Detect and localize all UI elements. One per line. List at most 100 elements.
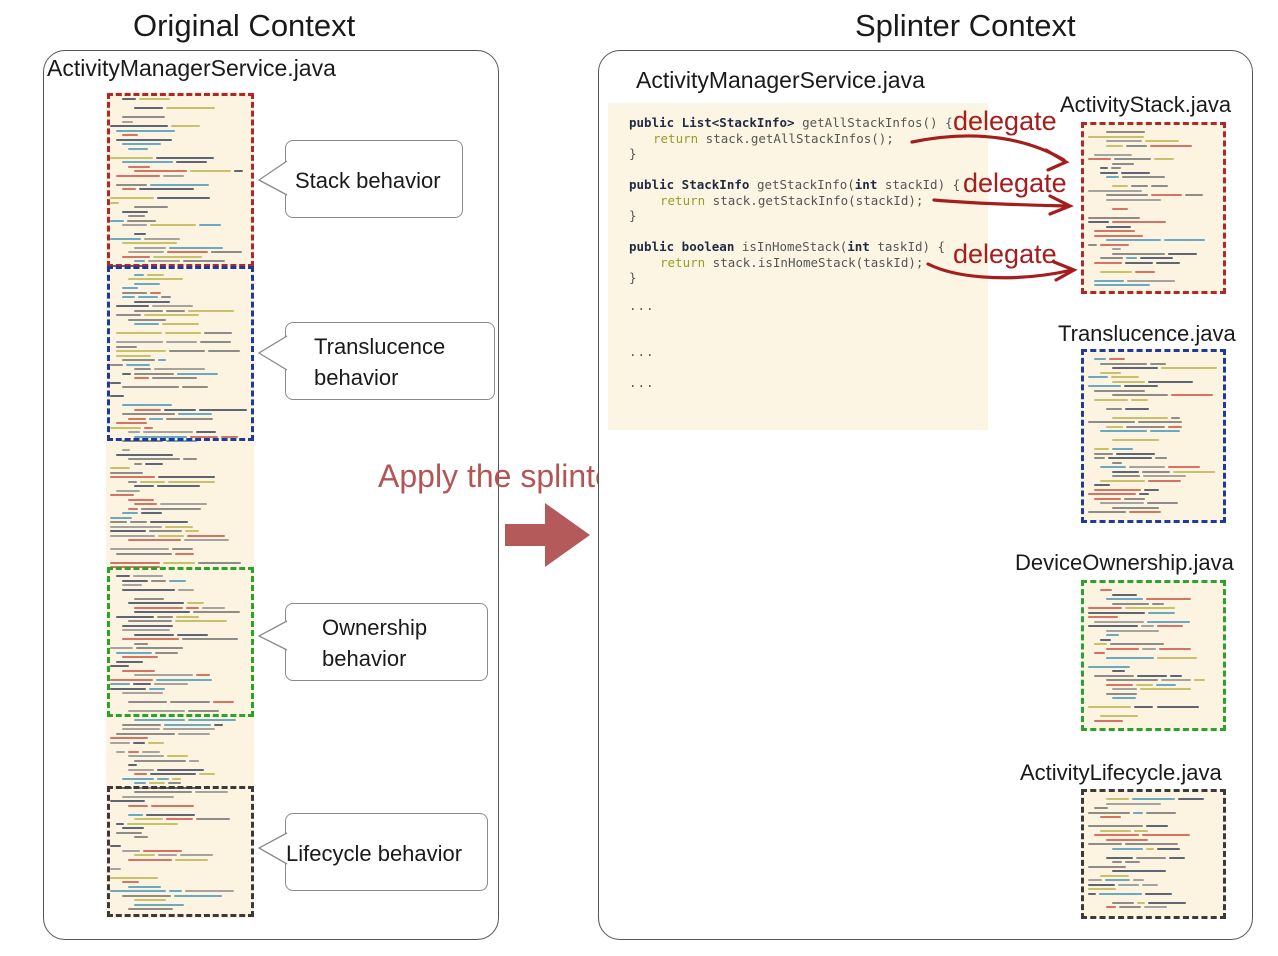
code-line-mark	[1100, 638, 1112, 641]
code-line-mark	[1112, 688, 1137, 690]
code-line-mark	[110, 381, 121, 384]
code-line-close-3: }	[629, 270, 637, 285]
code-line-mark	[110, 683, 130, 685]
code-line-mark	[1094, 620, 1145, 623]
code-line-mark	[134, 408, 161, 411]
code-line-mark	[162, 174, 185, 177]
code-line-mark	[110, 687, 147, 690]
code-line-mark	[1106, 656, 1155, 659]
code-line-mark	[1100, 479, 1145, 482]
code-line-mark	[1100, 362, 1148, 365]
code-line-mark	[134, 719, 185, 721]
code-line-mark	[134, 773, 147, 775]
code-line-mark	[1111, 167, 1122, 169]
code-line-mark	[1100, 270, 1133, 273]
code-line-mark	[1169, 674, 1182, 677]
code-line-mark	[122, 291, 148, 294]
code-line-mark	[122, 584, 142, 586]
code-line-mark	[116, 651, 153, 654]
code-line-mark	[110, 876, 158, 879]
code-line-mark	[151, 804, 194, 807]
code-line-mark	[1106, 425, 1123, 428]
code-line-mark	[110, 395, 124, 397]
code-line-mark	[189, 170, 231, 172]
code-line-mark	[128, 539, 182, 541]
code-line-return-2: return stack.getStackInfo(stackId);	[660, 192, 924, 208]
code-line-mark	[1099, 892, 1142, 895]
code-line-mark	[169, 350, 206, 352]
code-line-mark	[110, 521, 128, 523]
code-line-mark	[1088, 825, 1143, 827]
code-line-mark	[178, 588, 194, 591]
code-line-mark	[1088, 189, 1142, 192]
code-line-mark	[134, 309, 164, 312]
code-line-mark	[122, 512, 138, 514]
delegate-label-3: delegate	[953, 239, 1057, 269]
code-line-mark	[128, 858, 173, 861]
code-line-mark	[122, 624, 174, 627]
code-line-mark	[164, 525, 194, 528]
code-line-mark	[134, 206, 168, 208]
code-line-mark	[1169, 856, 1186, 859]
code-line-mark	[1112, 248, 1121, 250]
code-line-mark	[1128, 466, 1165, 468]
callout-stack-behavior: Stack behavior	[285, 140, 463, 218]
original-file-title: ActivityManagerService.java	[47, 55, 336, 81]
code-line-mark	[1112, 207, 1129, 210]
code-line-mark	[110, 156, 154, 159]
code-line-mark	[122, 120, 133, 123]
code-line-mark	[184, 539, 229, 541]
code-line-mark	[143, 431, 193, 433]
code-line-mark	[1147, 479, 1182, 482]
delegate-arrow-3-head	[1052, 260, 1078, 282]
code-line-mark	[189, 759, 199, 762]
splinter-context-title: Splinter Context	[855, 8, 1076, 43]
code-line-mark	[208, 350, 241, 352]
code-line-mark	[1137, 901, 1146, 904]
code-line-mark	[166, 755, 188, 757]
code-line-mark	[1112, 439, 1160, 441]
code-line-mark	[1121, 171, 1150, 174]
code-line-mark	[128, 417, 147, 420]
code-line-mark	[153, 683, 189, 685]
code-line-mark	[1144, 892, 1172, 895]
code-line-mark	[166, 341, 198, 343]
code-line-mark	[171, 548, 194, 550]
split-file-thumbnail-device-ownership	[1081, 580, 1226, 731]
code-line-mark	[110, 467, 130, 469]
code-line-mark	[1147, 611, 1176, 614]
code-line-mark	[165, 417, 213, 420]
original-code-thumbnail	[106, 92, 254, 918]
code-line-mark	[195, 431, 216, 433]
code-line-mark	[110, 561, 160, 564]
code-line-mark	[122, 579, 149, 582]
code-line-mark	[122, 359, 156, 361]
code-line-mark	[1138, 421, 1182, 423]
split-file-title-device-ownership: DeviceOwnership.java	[1015, 550, 1234, 575]
code-line-mark	[1149, 430, 1180, 432]
code-line-mark	[163, 408, 196, 411]
code-line-mark	[1094, 807, 1109, 809]
code-line-mark	[1135, 270, 1156, 273]
code-line-mark	[141, 507, 201, 510]
code-line-mark	[116, 453, 174, 456]
code-line-mark	[168, 579, 186, 582]
code-line-mark	[1111, 376, 1139, 378]
code-line-mark	[143, 237, 180, 240]
code-line-mark	[1167, 466, 1201, 468]
code-line-mark	[128, 507, 139, 510]
delegate-arrow-3	[926, 262, 1074, 280]
code-line-mark	[122, 161, 174, 163]
code-line-mark	[122, 449, 131, 451]
code-line-mark	[128, 215, 145, 217]
code-line-mark	[147, 741, 164, 744]
code-line-mark	[1106, 647, 1139, 650]
code-line-mark	[1100, 715, 1138, 717]
code-line-mark	[1088, 385, 1122, 387]
code-line-mark	[140, 512, 162, 514]
code-line-mark	[202, 606, 225, 609]
code-line-mark	[116, 660, 144, 663]
code-line-mark	[1112, 416, 1168, 419]
code-line-mark	[1144, 140, 1180, 142]
code-line-mark	[1157, 656, 1197, 659]
